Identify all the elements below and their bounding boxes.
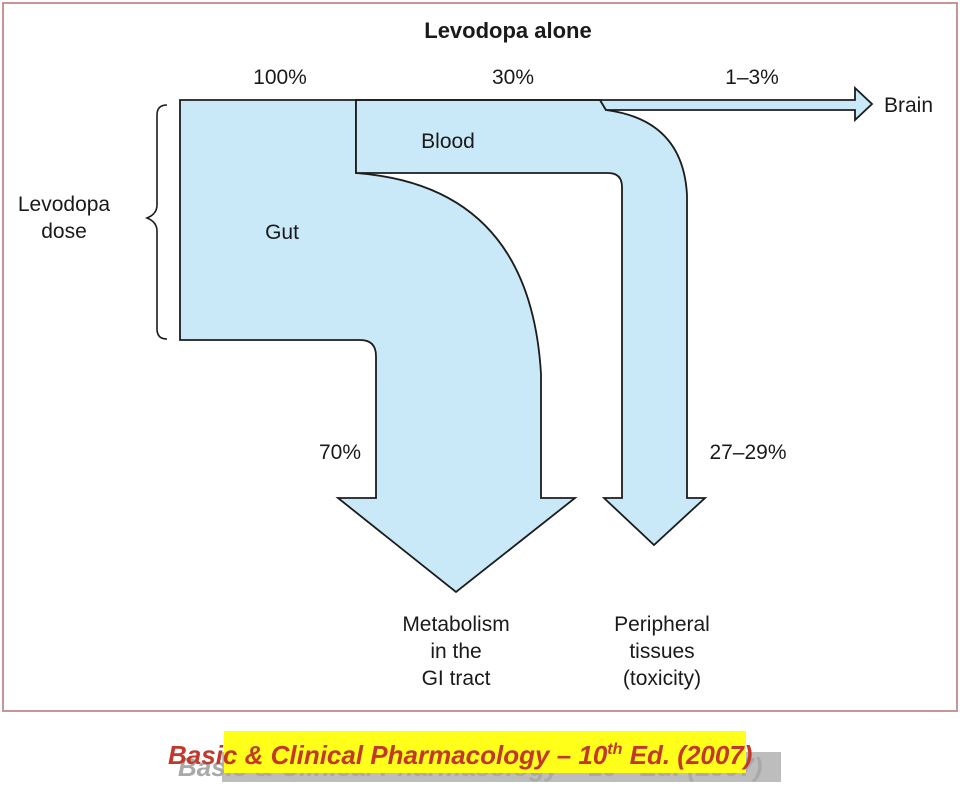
gut-label: Gut <box>265 221 299 244</box>
caption-highlight <box>224 731 746 773</box>
brain-label: Brain <box>884 94 933 117</box>
caption-post: Ed. (2007) <box>622 740 752 770</box>
gi-tract-arrow <box>179 99 578 594</box>
peripheral-arrow <box>355 99 708 547</box>
gi-outcome-line2: in the <box>430 640 481 663</box>
percent-peripheral: 27–29% <box>709 441 786 464</box>
brain-arrow <box>356 85 874 123</box>
gi-outcome-line1: Metabolism <box>402 613 509 636</box>
caption-pre: Basic & Clinical Pharmacology – 10 <box>168 740 608 770</box>
source-caption: Basic & Clinical Pharmacology – 10th Ed.… <box>168 731 752 773</box>
levodopa-dose-label-line1: Levodopa <box>18 193 111 216</box>
gi-outcome-line3: GI tract <box>422 667 491 690</box>
peripheral-outcome-line3: (toxicity) <box>623 667 701 690</box>
percent-gi: 70% <box>319 441 361 464</box>
percent-100: 100% <box>253 66 307 89</box>
percent-30: 30% <box>492 66 534 89</box>
peripheral-outcome-line1: Peripheral <box>614 613 710 636</box>
svg-text:Basic & Clinical Pharmacology: Basic & Clinical Pharmacology – 10th Ed.… <box>168 740 752 770</box>
blood-label: Blood <box>421 130 475 153</box>
caption-sup: th <box>607 741 622 758</box>
diagram-title: Levodopa alone <box>424 18 591 43</box>
percent-brain: 1–3% <box>725 66 779 89</box>
dose-brace <box>144 104 168 340</box>
peripheral-outcome-line2: tissues <box>629 640 694 663</box>
levodopa-dose-label-line2: dose <box>41 220 87 243</box>
